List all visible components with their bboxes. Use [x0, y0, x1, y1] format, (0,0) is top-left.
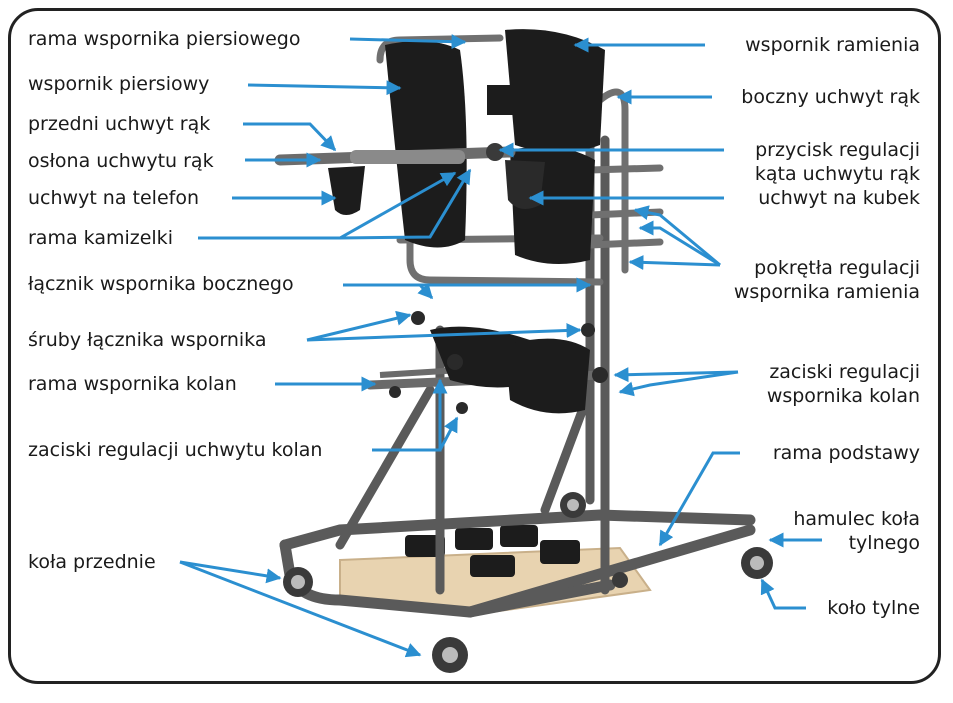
foot-straps: [405, 525, 580, 577]
label-rear-wheel: koło tylne: [827, 597, 920, 619]
label-chest-support: wspornik piersiowy: [28, 73, 210, 95]
shoulder-pad: [505, 29, 605, 153]
chest-pad: [385, 41, 467, 248]
cup-holder: [505, 160, 545, 209]
label-side-connector: łącznik wspornika bocznego: [28, 273, 294, 295]
label-phone-holder: uchwyt na telefon: [28, 187, 199, 209]
label-rear-brake-line2: tylnego: [848, 532, 920, 554]
label-side-handle: boczny uchwyt rąk: [741, 86, 920, 108]
label-front-wheels: koła przednie: [28, 551, 156, 573]
leader-lines: [179, 34, 822, 658]
label-knee-holder-clamps: zaciski regulacji uchwytu kolan: [28, 439, 323, 461]
label-shoulder-knobs-line2: wspornika ramienia: [733, 281, 920, 303]
label-vest-frame: rama kamizelki: [28, 227, 173, 249]
standing-frame-device: [274, 29, 773, 673]
label-shoulder-knobs-line1: pokrętła regulacji: [754, 257, 920, 279]
label-shoulder-support: wspornik ramienia: [745, 34, 920, 56]
label-chest-frame: rama wspornika piersiowego: [28, 28, 301, 50]
label-knee-clamps-line2: wspornika kolan: [766, 385, 920, 407]
label-front-handle: przedni uchwyt rąk: [28, 113, 211, 135]
label-connector-screws: śruby łącznika wspornika: [28, 329, 267, 351]
label-rear-brake-line1: hamulec koła: [793, 508, 920, 530]
label-knee-clamps-line1: zaciski regulacji: [769, 361, 920, 383]
angle-button: [486, 143, 504, 161]
knee-support-frame: [365, 311, 608, 414]
label-knee-frame: rama wspornika kolan: [28, 373, 237, 395]
shoulder-block: [487, 85, 515, 115]
label-base-frame: rama podstawy: [772, 442, 920, 464]
phone-holder: [328, 166, 365, 215]
label-cup-holder: uchwyt na kubek: [758, 187, 920, 209]
handle-cover: [350, 150, 465, 164]
label-angle-button-line1: przycisk regulacji: [755, 139, 920, 161]
wheels: [283, 492, 773, 673]
label-angle-button-line2: kąta uchwytu rąk: [754, 163, 920, 185]
label-handle-cover: osłona uchwytu rąk: [28, 150, 214, 172]
